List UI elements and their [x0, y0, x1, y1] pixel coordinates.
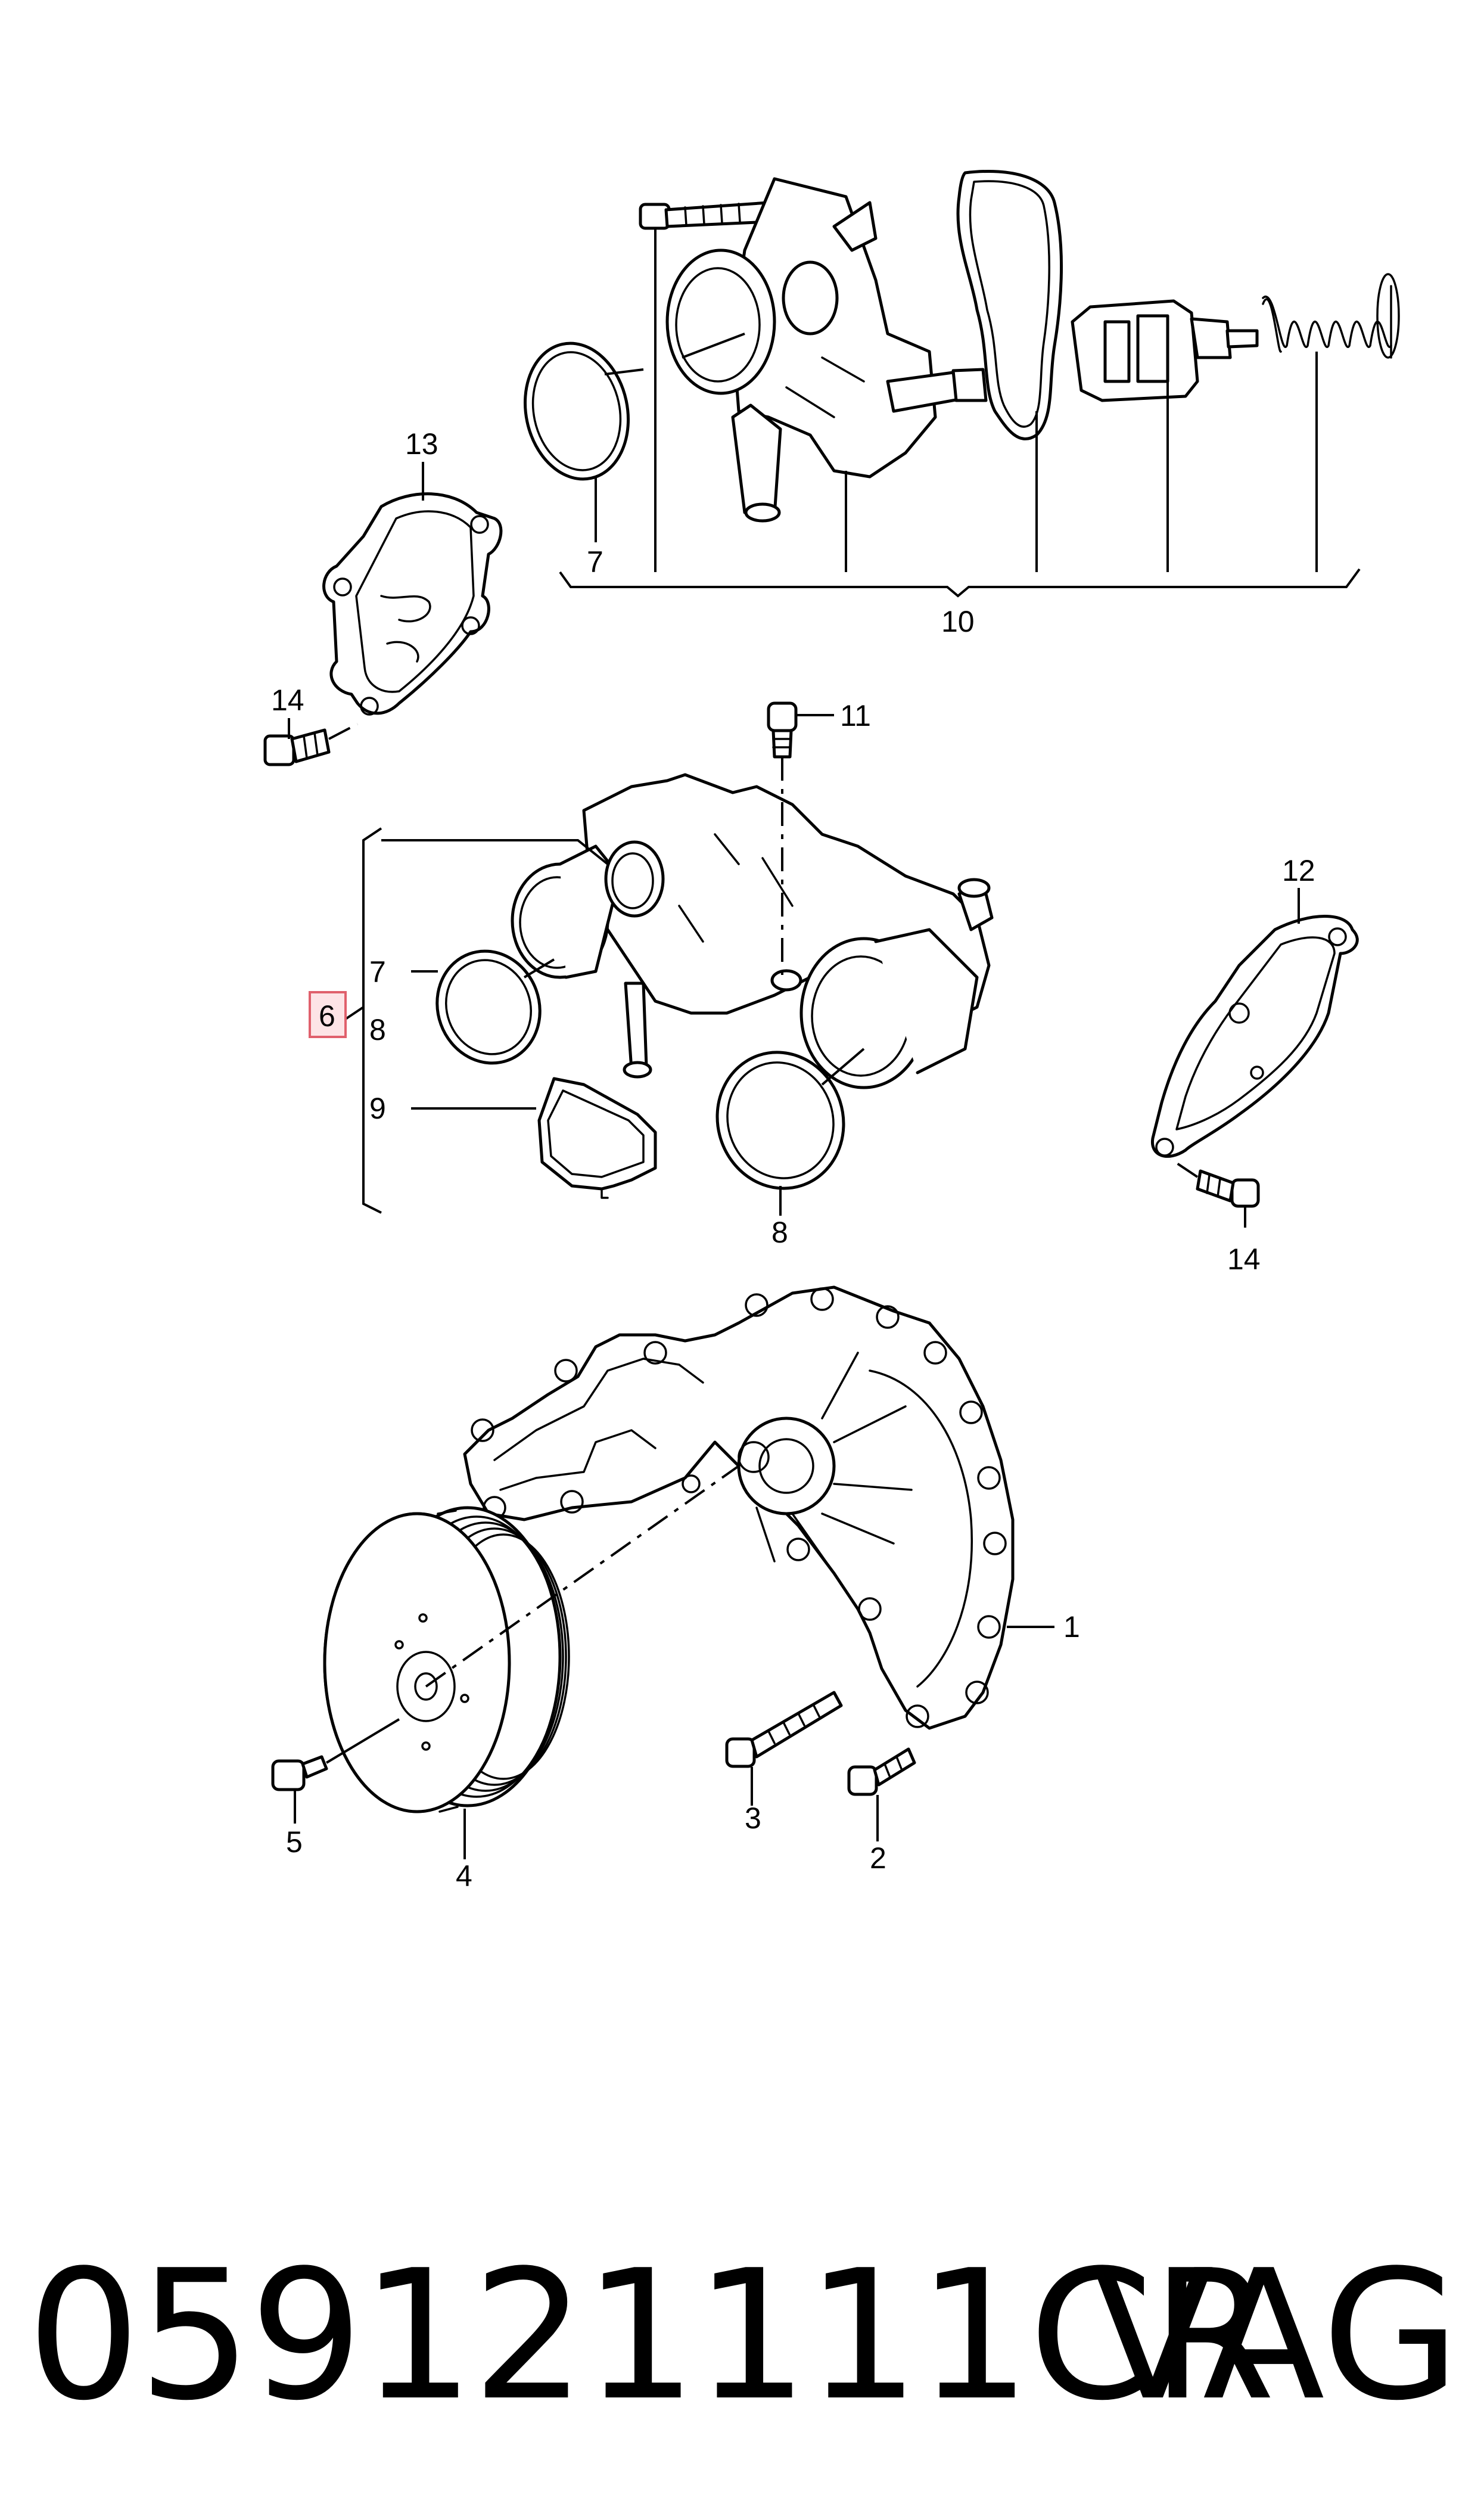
o-ring-7-top [523, 341, 630, 481]
callout-1: 1 [1063, 1610, 1080, 1644]
gasket-9 [537, 1077, 657, 1191]
thermostat-spring [1262, 273, 1400, 359]
bolt-11 [767, 701, 798, 759]
callout-14-left: 14 [271, 684, 304, 717]
brand-label: VAG [1091, 2232, 1460, 2440]
callout-5: 5 [286, 1825, 303, 1859]
callout-6-highlight [309, 991, 347, 1038]
callout-14-right: 14 [1227, 1243, 1261, 1276]
callout-10: 10 [941, 605, 975, 638]
pulley-4 [323, 1506, 570, 1813]
thermostat-gasket [956, 170, 1063, 440]
part-number: 059121111CR [27, 2232, 1275, 2440]
cover-13 [322, 492, 503, 716]
thermostat-housing-assembly [523, 170, 1400, 598]
callout-8-bottom: 8 [771, 1216, 788, 1249]
callout-3: 3 [745, 1801, 761, 1835]
o-ring-7-mid [435, 949, 542, 1065]
callout-11: 11 [840, 699, 871, 732]
exploded-parts-diagram: 1 2 3 4 5 6 7 7 8 8 9 10 11 12 13 14 14 [263, 170, 1400, 1893]
callout-13: 13 [405, 427, 438, 461]
water-pump-1 [463, 1285, 1015, 1730]
callout-7-top: 7 [587, 545, 603, 579]
thermostat-element [1071, 299, 1259, 402]
callout-6: 6 [319, 999, 335, 1033]
callout-7-mid: 7 [369, 955, 386, 989]
bolt-14-left [263, 728, 331, 766]
callout-2: 2 [870, 1841, 886, 1875]
housing-bolt [639, 201, 771, 230]
coolant-housing-6 [511, 773, 994, 1089]
bolt-3 [725, 1691, 843, 1768]
footer: 059121111CR VAG [0, 2229, 1484, 2443]
bolt-5 [271, 1755, 328, 1791]
cover-12 [1151, 915, 1359, 1158]
callout-12: 12 [1282, 854, 1315, 887]
thermostat-housing [665, 177, 988, 523]
callout-9: 9 [369, 1092, 386, 1125]
bolt-2 [847, 1747, 916, 1796]
bolt-14-right [1196, 1169, 1260, 1208]
o-ring-8 [715, 1051, 845, 1190]
callout-4: 4 [456, 1859, 472, 1893]
callout-8-left: 8 [369, 1013, 386, 1046]
